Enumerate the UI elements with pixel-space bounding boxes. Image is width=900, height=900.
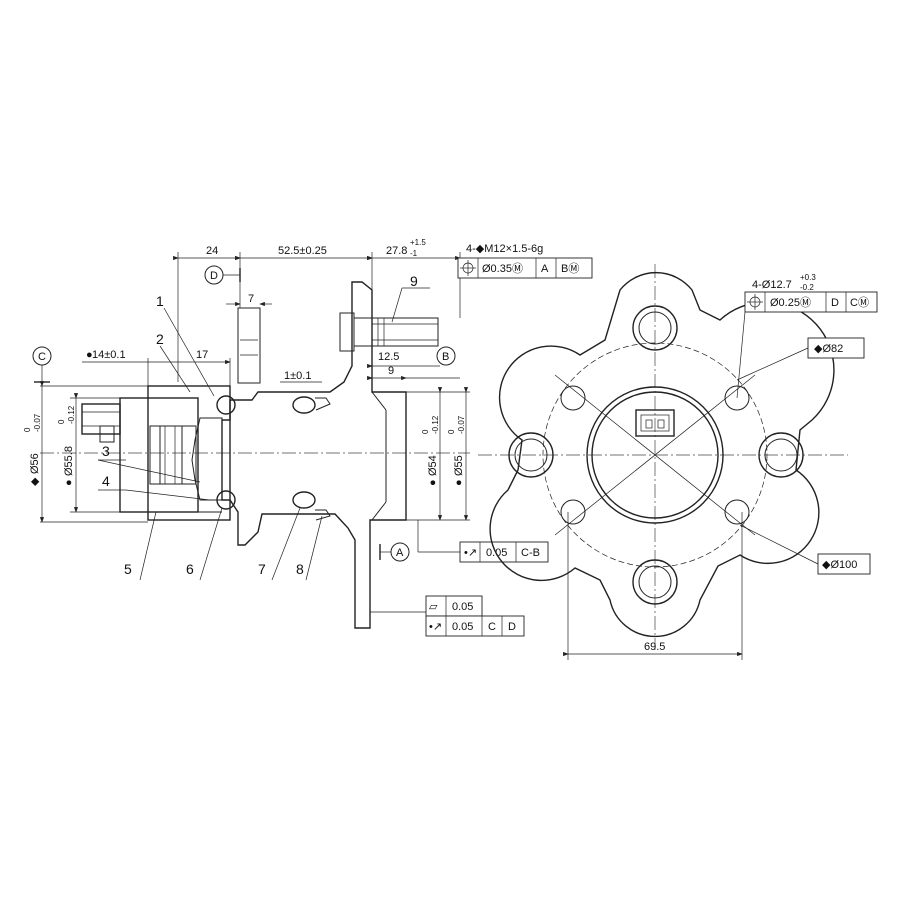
front-view: 4-Ø12.7 +0.3 -0.2 Ø0.25Ⓜ D CⓂ ◆Ø82 ◆Ø100 — [478, 264, 878, 660]
svg-text:0: 0 — [23, 427, 32, 432]
svg-text:4-Ø12.7: 4-Ø12.7 — [752, 279, 792, 291]
svg-text:BⓂ: BⓂ — [561, 262, 579, 275]
part-7: 7 — [258, 561, 266, 577]
dim-9: 9 — [388, 365, 394, 377]
part-6: 6 — [186, 561, 194, 577]
pcd100-label: ◆Ø100 — [739, 524, 871, 575]
svg-text:C: C — [488, 621, 496, 633]
right-vertical-dims: ● Ø54 0 -0.12 ● Ø55 0 -0.07 — [406, 387, 470, 521]
sensor-body — [119, 397, 199, 513]
svg-text:+0.3: +0.3 — [800, 273, 816, 282]
svg-text:D: D — [831, 297, 839, 309]
pcd-82-circle — [542, 342, 768, 568]
svg-text:•↗: •↗ — [464, 547, 477, 559]
seal-1 — [315, 397, 331, 411]
part-9: 9 — [410, 273, 418, 289]
svg-text:-0.12: -0.12 — [67, 405, 76, 424]
svg-text:●: ● — [86, 349, 93, 361]
svg-text:-0.12: -0.12 — [431, 415, 440, 434]
dim-27-8: 27.8 — [386, 245, 407, 257]
svg-text:●: ● — [453, 479, 465, 486]
dim-27-8-sup: +1.5 — [410, 238, 426, 247]
dim-56: Ø56 — [29, 453, 41, 474]
flange-outline — [489, 272, 835, 638]
dim-54: Ø54 — [427, 455, 439, 476]
svg-text:◆Ø100: ◆Ø100 — [822, 559, 857, 571]
part-1: 1 — [156, 293, 164, 309]
dim-55: Ø55 — [453, 455, 465, 476]
left-vertical-dims: ◆ Ø56 0 -0.07 ● Ø55.8 0 -0.12 — [23, 381, 148, 523]
svg-text:◆: ◆ — [29, 477, 41, 486]
dim-1: 1±0.1 — [284, 370, 311, 382]
svg-text:B: B — [442, 351, 449, 363]
svg-text:-0.2: -0.2 — [800, 283, 814, 292]
dim-52-5: 52.5±0.25 — [278, 245, 327, 257]
sensor-connector — [81, 403, 121, 443]
fcf-flatness: ⏥ 0.05 •↗ 0.05 C D — [370, 595, 525, 637]
datum-b: B — [436, 346, 456, 366]
hub-body — [221, 281, 407, 629]
svg-text:0: 0 — [421, 429, 430, 434]
bearing-balls — [216, 395, 316, 510]
svg-text:C: C — [38, 351, 46, 363]
thread-callout: 4-◆M12×1.5-6g Ø0.35Ⓜ A BⓂ — [457, 243, 593, 279]
datum-d: D — [204, 265, 241, 285]
dim-7: 7 — [248, 293, 254, 305]
fcf-runout-a: •↗ 0.05 C-B — [417, 520, 549, 563]
section-view: 24 52.5±0.25 27.8 +1.5 -1 7 14±0.1 ● 17 … — [23, 238, 593, 637]
flange-top-rect — [237, 307, 261, 384]
svg-text:CⓂ: CⓂ — [850, 296, 869, 309]
datum-c: C — [32, 346, 52, 383]
dim-69-5: 69.5 — [563, 512, 743, 660]
svg-text:◆Ø82: ◆Ø82 — [814, 343, 843, 355]
part-4: 4 — [102, 473, 110, 489]
part-5: 5 — [124, 561, 132, 577]
svg-text:●: ● — [63, 479, 75, 486]
pcd82-label: ◆Ø82 — [736, 337, 865, 381]
svg-text:●: ● — [427, 479, 439, 486]
svg-text:Ø0.25Ⓜ: Ø0.25Ⓜ — [770, 296, 811, 309]
dim-12-5: 12.5 — [378, 351, 399, 363]
svg-text:0: 0 — [447, 429, 456, 434]
dim-24: 24 — [206, 245, 218, 257]
svg-text:-0.07: -0.07 — [457, 415, 466, 434]
part-leaders: 1 2 3 4 5 6 7 8 9 — [97, 273, 430, 581]
svg-text:•↗: •↗ — [429, 621, 442, 633]
wheel-stud — [339, 312, 439, 352]
svg-text:⏥: ⏥ — [429, 601, 438, 613]
top-dimensions: 24 52.5±0.25 27.8 +1.5 -1 7 14±0.1 ● 17 … — [82, 238, 461, 386]
svg-text:D: D — [508, 621, 516, 633]
datum-a: A — [379, 542, 410, 562]
dim-14: 14±0.1 — [92, 349, 126, 361]
svg-text:D: D — [210, 270, 218, 282]
svg-text:4-◆M12×1.5-6g: 4-◆M12×1.5-6g — [466, 243, 543, 255]
dim-27-8-sub: -1 — [410, 249, 418, 258]
svg-text:C-B: C-B — [521, 547, 540, 559]
hub-circle — [586, 386, 724, 524]
part-8: 8 — [296, 561, 304, 577]
hole-callout: 4-Ø12.7 +0.3 -0.2 Ø0.25Ⓜ D CⓂ — [736, 273, 878, 399]
dim-55-8: Ø55.8 — [63, 446, 75, 476]
svg-text:A: A — [541, 263, 549, 275]
svg-text:Ø0.35Ⓜ: Ø0.35Ⓜ — [482, 262, 523, 275]
part-3: 3 — [102, 443, 110, 459]
seal-8 — [315, 509, 331, 521]
dim-17: 17 — [196, 349, 208, 361]
svg-text:0.05: 0.05 — [452, 621, 473, 633]
svg-text:0: 0 — [57, 419, 66, 424]
svg-text:-0.07: -0.07 — [33, 413, 42, 432]
svg-text:69.5: 69.5 — [644, 641, 665, 653]
part-2: 2 — [156, 331, 164, 347]
svg-text:0.05: 0.05 — [452, 601, 473, 613]
svg-text:A: A — [396, 547, 404, 559]
